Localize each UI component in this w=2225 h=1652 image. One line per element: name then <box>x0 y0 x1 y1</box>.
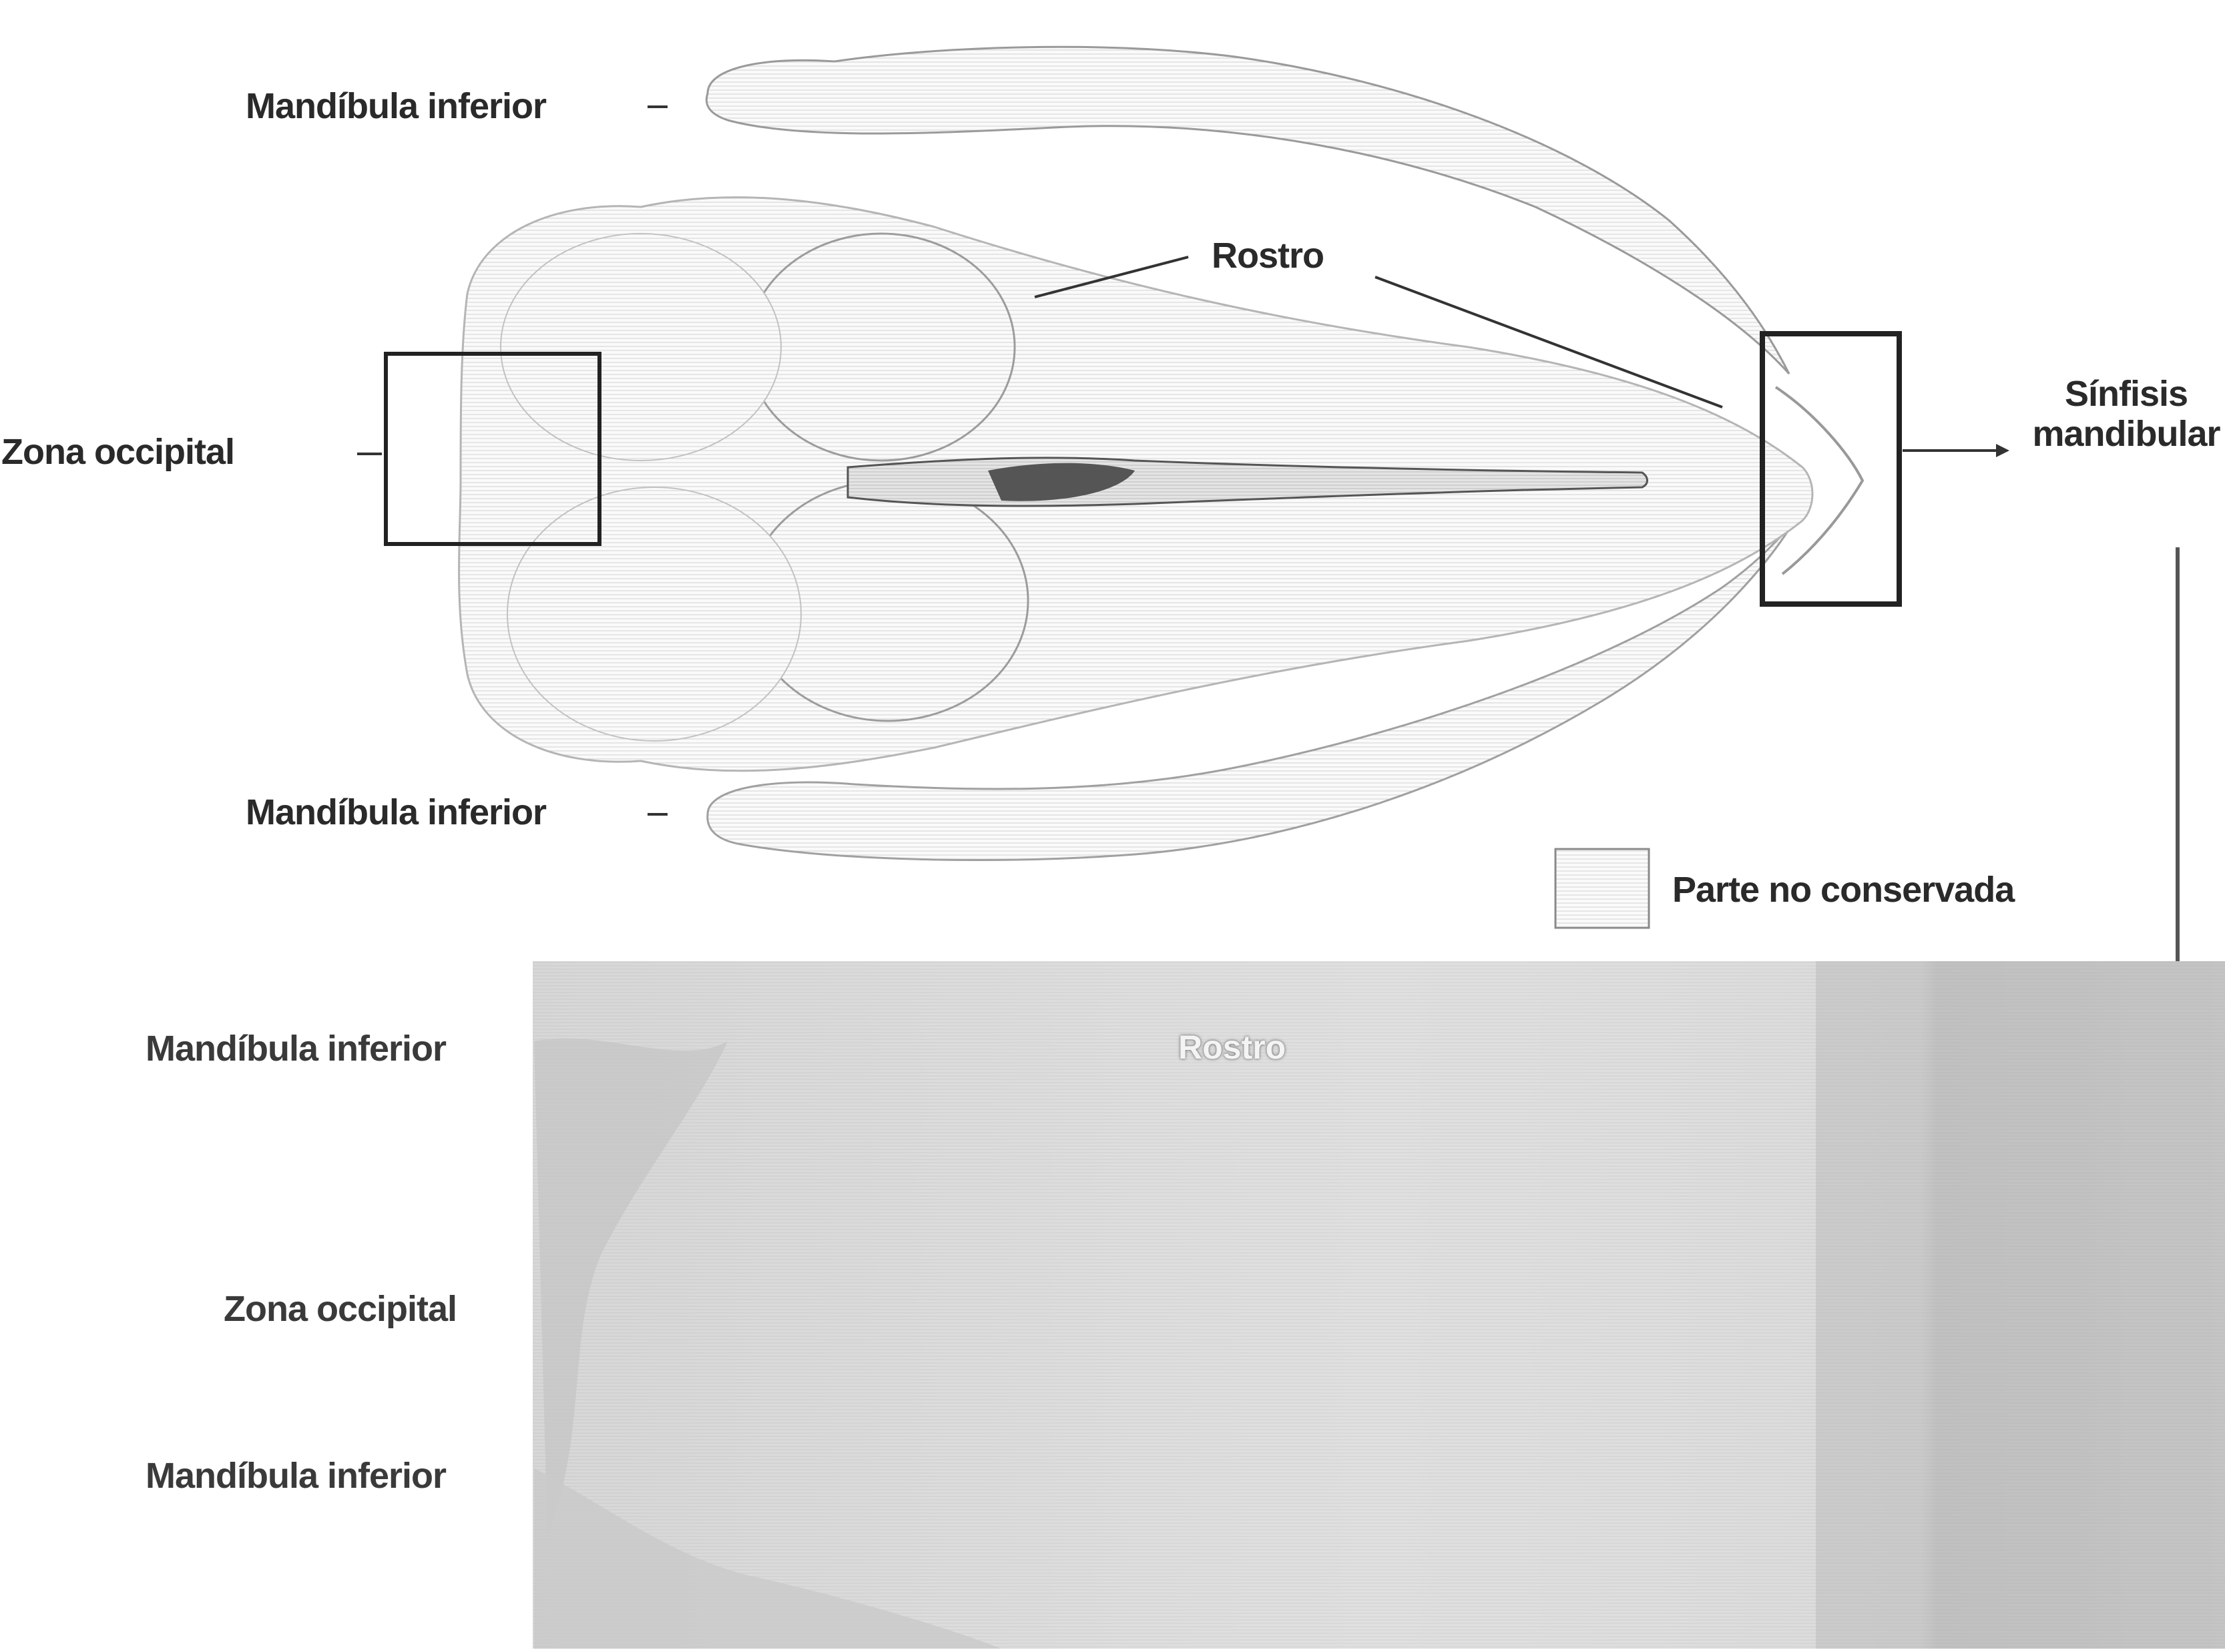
photo-label-rostro: Rostro <box>1178 1028 1286 1067</box>
legend-label: Parte no conservada <box>1672 869 2014 910</box>
label-mandibula-superior: Mandíbula inferior <box>246 85 546 127</box>
symphysis-arrow-head <box>1996 444 2009 457</box>
specimen-photo-right-shade <box>1816 961 2225 1649</box>
left-lobe-upper <box>501 234 781 461</box>
label-mandibula-inferior: Mandíbula inferior <box>246 792 546 833</box>
label-rostro: Rostro <box>1212 235 1324 276</box>
upper-lobe <box>748 234 1015 461</box>
legend-swatch <box>1555 849 1649 928</box>
photo-label-zona-occipital: Zona occipital <box>224 1288 457 1330</box>
photo-label-mandibula-inferior: Mandíbula inferior <box>146 1455 446 1496</box>
photo-label-mandibula-superior: Mandíbula inferior <box>146 1028 446 1069</box>
label-zona-occipital: Zona occipital <box>1 431 234 473</box>
left-lobe-lower <box>507 487 801 741</box>
label-sinfisis: Sínfisis mandibular <box>2029 374 2223 454</box>
